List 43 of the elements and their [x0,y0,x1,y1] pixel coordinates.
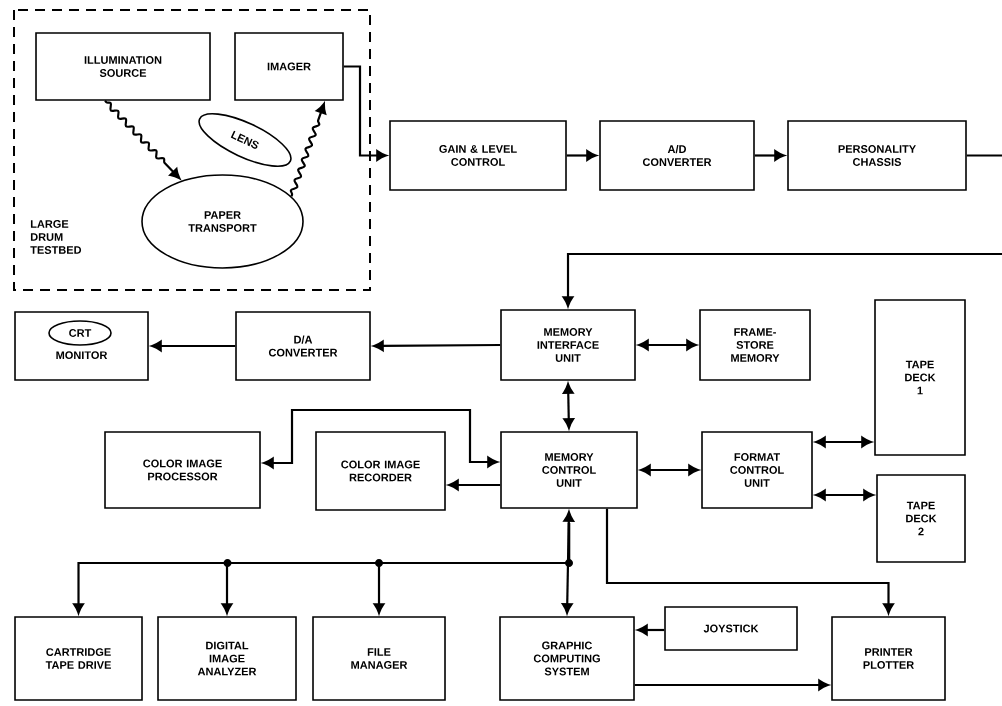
arrow [815,436,872,448]
group-label: LARGE DRUM TESTBED [30,220,82,254]
process-box: FRAME-STORE MEMORY [699,309,811,381]
process-box: PERSONALITY CHASSIS [787,120,967,191]
ellipse-node: PAPER TRANSPORT [141,174,304,269]
process-box: MEMORY CONTROL UNIT [500,431,638,509]
process-box: DIGITAL IMAGE ANALYZER [157,616,297,701]
process-box: MEMORY INTERFACE UNIT [500,309,636,381]
process-box: FORMAT CONTROL UNIT [701,431,813,509]
process-box: TAPE DECK 2 [876,474,966,563]
ellipse-node: CRT [48,320,112,346]
arrow [104,99,181,180]
process-box: GRAPHIC COMPUTING SYSTEM [499,616,635,701]
arrow [151,340,236,352]
arrow [562,383,575,429]
arrow [373,522,571,614]
arrow [815,489,874,501]
arrow [566,150,597,161]
arrow [561,511,575,614]
arrow [373,340,501,352]
arrow [562,154,1002,307]
arrow [448,479,501,491]
process-box: A/D CONVERTER [599,120,755,191]
process-box: COLOR IMAGE PROCESSOR [104,431,261,509]
arrow [640,464,699,476]
arrow [289,103,327,197]
process-box: PRINTER PLOTTER [831,616,946,701]
process-box: GAIN & LEVEL CONTROL [389,120,567,191]
process-box: IMAGER [234,32,344,101]
process-box: CARTRIDGE TAPE DRIVE [14,616,143,701]
arrow [637,624,665,636]
process-box: D/A CONVERTER [235,311,371,381]
process-box: ILLUMINATION SOURCE [35,32,211,101]
process-box: JOYSTICK [664,606,798,651]
arrow [263,408,498,469]
process-box: TAPE DECK 1 [874,299,966,456]
arrow [638,339,697,351]
arrow [605,508,894,614]
process-box: FILE MANAGER [312,616,446,701]
arrow [343,65,387,161]
arrow [634,679,829,691]
process-box: COLOR IMAGE RECORDER [315,431,446,511]
arrow [754,150,785,161]
